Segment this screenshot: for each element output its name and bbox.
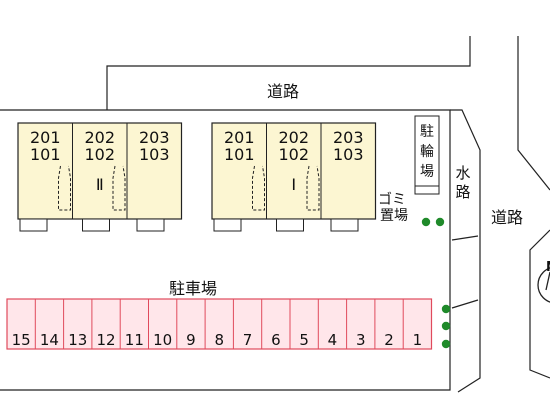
unit-number-lower: 101	[30, 145, 61, 164]
garbage-text-top: ゴミ	[378, 191, 406, 208]
unit-number-upper: 202	[278, 128, 309, 147]
bicycle-parking-box-base	[414, 185, 440, 195]
waterway-tick-2	[451, 299, 479, 309]
right-road-edge	[517, 36, 550, 191]
parking-space-number: 12	[97, 331, 116, 349]
entrance-step	[213, 218, 242, 232]
parking-label: 駐車場	[169, 279, 217, 298]
compass-needle	[545, 271, 550, 291]
parking-space-number: 5	[299, 331, 309, 349]
compass-circle	[537, 267, 550, 303]
unit-number-upper: 201	[30, 128, 61, 147]
parking-space-number: 6	[271, 331, 281, 349]
entrance-step	[330, 218, 359, 232]
road-top-label: 道路	[267, 82, 299, 101]
unit-number-upper: 203	[139, 128, 170, 147]
tree-dot	[421, 217, 431, 227]
building-numeral: Ⅱ	[96, 175, 104, 194]
parking-space-number: 8	[214, 331, 224, 349]
tree-dot	[441, 304, 451, 314]
building-numeral: Ⅰ	[291, 175, 296, 194]
parking-space-number: 2	[384, 331, 394, 349]
parking-space-number: 3	[356, 331, 366, 349]
trees	[421, 217, 451, 349]
waterway-label: 水路	[455, 164, 470, 201]
entrance-step	[136, 218, 165, 232]
unit-number-lower: 103	[139, 145, 170, 164]
bicycle-parking-label: 駐輪場	[420, 124, 434, 180]
site-boundary	[0, 109, 451, 391]
building-outline	[17, 122, 183, 220]
unit-number-upper: 202	[84, 128, 115, 147]
unit-number-lower: 102	[278, 145, 309, 164]
parking-area	[6, 298, 433, 350]
unit-number-lower: 101	[224, 145, 255, 164]
parking-space-number: 10	[153, 331, 172, 349]
unit-number-upper: 203	[333, 128, 364, 147]
stair-outline	[306, 165, 320, 211]
stair-outline	[252, 165, 265, 211]
stair-outline	[112, 165, 126, 211]
parking-space-number: 4	[328, 331, 338, 349]
garbage-text-bottom: 置場	[380, 208, 408, 224]
tree-dot	[441, 321, 451, 331]
compass-north-letter: N	[546, 260, 550, 275]
waterway-tick-1	[451, 235, 479, 241]
right-road-edge-lower	[529, 229, 550, 379]
road-lines	[0, 36, 550, 393]
tree-dot	[441, 339, 451, 349]
parking-space-number: 15	[12, 331, 31, 349]
tree-dot	[435, 217, 445, 227]
parking-space-number: 11	[125, 331, 144, 349]
entrance-step	[19, 218, 48, 232]
entrance-step	[276, 218, 304, 232]
parking-space-number: 14	[40, 331, 59, 349]
parking-space-number: 7	[243, 331, 253, 349]
waterway-edge	[450, 109, 481, 393]
parking-space-number: 9	[186, 331, 196, 349]
waterway-text: 水路	[455, 164, 470, 201]
parking-space-number: 1	[413, 331, 423, 349]
unit-number-lower: 102	[84, 145, 115, 164]
bicycle-parking-text: 駐輪場	[420, 124, 434, 180]
unit-number-upper: 201	[224, 128, 255, 147]
stair-outline	[58, 165, 71, 211]
compass: N	[537, 260, 550, 303]
unit-number-lower: 103	[333, 145, 364, 164]
road-right-label: 道路	[491, 208, 523, 227]
entrance-step	[82, 218, 110, 232]
top-road-edge	[106, 36, 471, 110]
parking-space-number: 13	[68, 331, 87, 349]
